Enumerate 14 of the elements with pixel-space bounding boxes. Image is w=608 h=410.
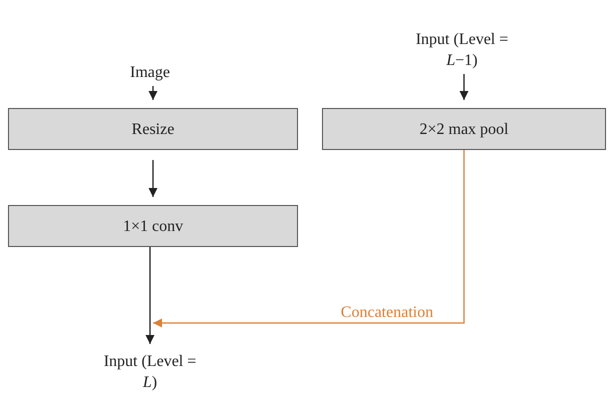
process-box [8, 108, 298, 150]
arrow [460, 74, 468, 100]
process-box [322, 108, 606, 150]
box-label: Resize [132, 120, 174, 140]
box-label: 2×2 max pool [419, 120, 508, 140]
node-label: Input (Level = L−1) [414, 30, 510, 71]
process-box [8, 205, 298, 247]
node-label: Image [130, 62, 170, 82]
arrow [148, 160, 158, 197]
node-label: Input (Level = L) [102, 352, 198, 393]
arrow [153, 150, 465, 328]
arrow [148, 86, 158, 100]
arrow [146, 247, 154, 344]
box-label: 1×1 conv [122, 216, 184, 236]
